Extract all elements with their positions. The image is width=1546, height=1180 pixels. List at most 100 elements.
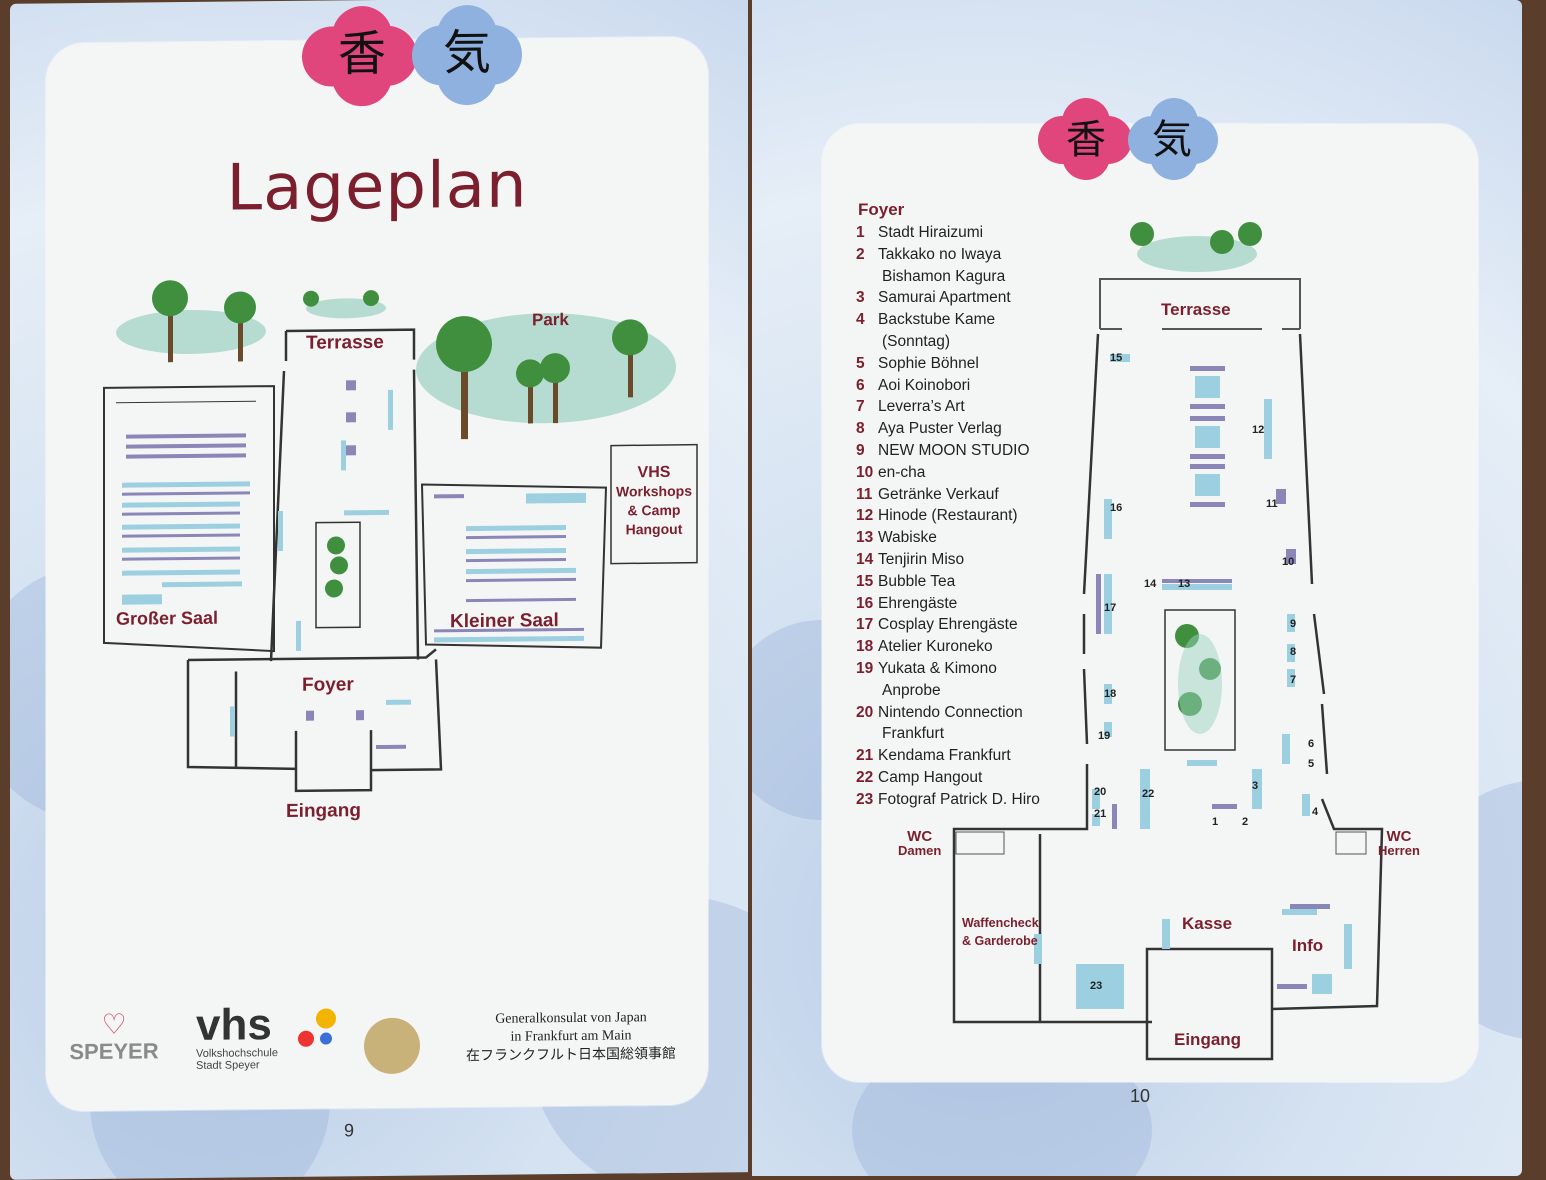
grosser-saal-plan (103, 385, 275, 653)
label-waffencheck: Waffencheck & Garderobe (962, 914, 1039, 950)
legend-number: 12 (856, 507, 874, 525)
legend-number: 10 (856, 463, 874, 481)
legend-item: 4 Backstube Kame (856, 311, 995, 329)
map-stand-number: 10 (1282, 556, 1295, 568)
legend-number: 22 (856, 769, 874, 786)
map-card: 香 気 Lageplan (46, 4, 708, 1112)
label-foyer: Foyer (302, 674, 354, 696)
legend-number: 17 (856, 616, 874, 634)
map-stand-number: 9 (1290, 618, 1297, 630)
map-stand-number: 1 (1212, 816, 1219, 828)
legend-text: Aya Puster Verlag (878, 420, 1002, 438)
map-stand-number: 3 (1252, 780, 1259, 792)
legend-number: 15 (856, 572, 874, 590)
legend-text: Anprobe (882, 681, 941, 699)
logo-char-2: 気 (1152, 117, 1192, 163)
legend-item: 2 Takkako no Iwaya (856, 246, 1001, 264)
trees-illustration (1130, 222, 1262, 272)
heart-icon: ♡ (101, 1007, 127, 1041)
event-logo: 香 気 (1038, 98, 1218, 198)
label-kasse: Kasse (1182, 914, 1233, 933)
speyer-logo: ♡ SPEYER (64, 1007, 164, 1065)
legend-text: Kendama Frankfurt (878, 747, 1011, 765)
map-stand-number: 11 (1266, 498, 1278, 510)
legend-number: 13 (856, 529, 874, 547)
map-stand-number: 22 (1142, 788, 1155, 800)
floor-plan-map (103, 280, 698, 793)
consulate-line-3: 在フランクフルト日本国総領事館 (466, 1045, 676, 1065)
foyer-floor-plan (952, 222, 1384, 1061)
vhs-sub-2: Stadt Speyer (196, 1059, 260, 1072)
map-stand-number: 16 (1110, 502, 1123, 514)
left-page: 香 気 Lageplan (10, 0, 748, 1180)
legend-item: 5 Sophie Böhnel (856, 355, 979, 373)
map-stand-number: 17 (1104, 602, 1117, 614)
legend-number: 8 (856, 420, 865, 438)
vhs-line-3: & Camp (627, 501, 681, 519)
map-stand-number: 15 (1110, 352, 1123, 364)
legend-number: 23 (856, 790, 874, 808)
label-eingang: Eingang (1174, 1030, 1242, 1049)
trees-illustration (116, 280, 676, 440)
map-stand-number: 5 (1308, 758, 1315, 770)
map-stand-number: 23 (1090, 980, 1103, 992)
legend-text: Samurai Apartment (878, 289, 1011, 307)
map-stand-number: 7 (1290, 674, 1297, 686)
legend-text: (Sonntag) (882, 333, 951, 350)
legend-number: 2 (856, 245, 865, 263)
logo-char-1: 香 (1066, 117, 1106, 163)
page-number-left: 9 (344, 1120, 355, 1141)
legend-text: Bishamon Kagura (882, 267, 1006, 285)
map-stand-number: 20 (1094, 786, 1107, 798)
map-stand-number: 14 (1144, 578, 1157, 590)
legend-number: 5 (856, 354, 865, 372)
wc-herren-sub: Herren (1378, 843, 1420, 858)
page-number-right: 10 (1130, 1086, 1151, 1106)
legend-text: Aoi Koinobori (878, 376, 971, 394)
legend-text: Yukata & Kimono (878, 660, 997, 677)
kleiner-saal-plan (420, 483, 608, 649)
legend-number: 21 (856, 747, 874, 765)
map-stand-number: 4 (1312, 806, 1319, 818)
legend-text: Cosplay Ehrengäste (878, 616, 1018, 634)
legend-item: (Sonntag) (856, 333, 950, 351)
legend-text: Wabiske (878, 529, 937, 547)
wc-damen-sub: Damen (898, 843, 942, 858)
label-grosser-saal: Großer Saal (116, 607, 219, 629)
legend-item: Frankfurt (856, 725, 944, 743)
wc-herren-title: WC (1386, 828, 1412, 845)
legend-text: Camp Hangout (878, 769, 983, 786)
legend-text: Frankfurt (882, 725, 945, 743)
legend-number: 7 (856, 398, 865, 416)
legend-number: 4 (856, 311, 865, 329)
legend-text: Fotograf Patrick D. Hiro (878, 790, 1040, 808)
label-vhs: VHS Workshops & Camp Hangout (611, 463, 697, 540)
label-park: Park (532, 310, 569, 330)
map-stand-number: 6 (1308, 738, 1315, 750)
legend-text: Nintendo Connection (878, 703, 1023, 721)
legend-text: Stadt Hiraizumi (878, 224, 984, 241)
legend-number: 14 (856, 551, 874, 568)
legend-text: Getränke Verkauf (878, 485, 999, 503)
imperial-seal-icon (364, 1017, 420, 1075)
legend-text: Takkako no Iwaya (878, 245, 1002, 263)
legend-item: 8 Aya Puster Verlag (856, 420, 1002, 438)
map-stand-number: 2 (1242, 816, 1249, 828)
legend-text: Sophie Böhnel (878, 354, 979, 372)
map-stand-number: 8 (1290, 646, 1297, 658)
legend-text: Backstube Kame (878, 311, 996, 329)
legend-text: Leverra’s Art (878, 398, 965, 416)
label-terrasse: Terrasse (1161, 300, 1231, 319)
consulate-text: Generalkonsulat von Japan in Frankfurt a… (446, 1009, 696, 1066)
